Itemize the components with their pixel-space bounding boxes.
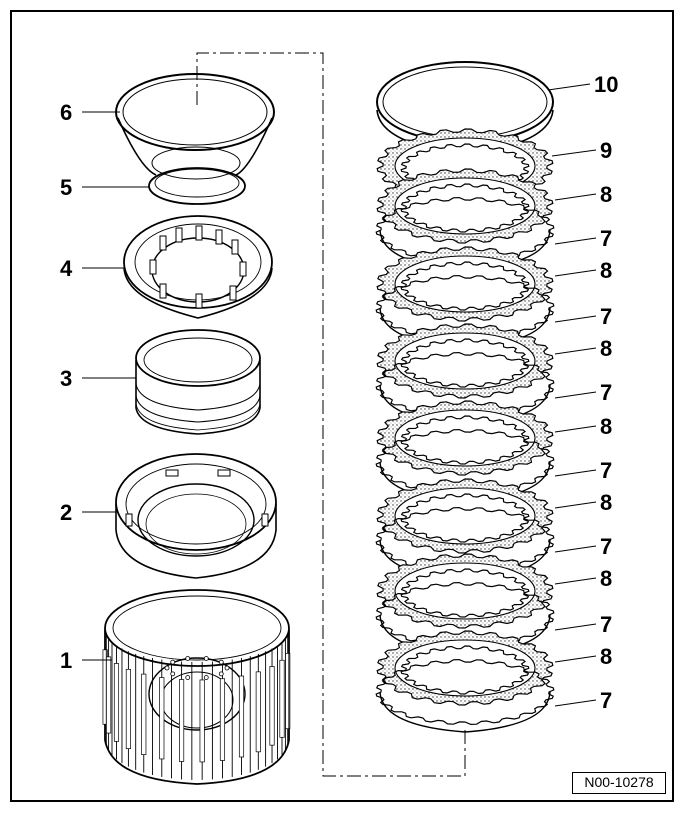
callout-8-4: 8	[600, 258, 612, 283]
callout-7-7: 7	[600, 380, 612, 405]
plate-stack	[375, 61, 555, 733]
callout-7-15: 7	[600, 688, 612, 713]
drawing-frame	[10, 10, 674, 802]
callout-8-14: 8	[600, 644, 612, 669]
part-8-lined-disc	[376, 323, 554, 399]
callout-7-3: 7	[600, 226, 612, 251]
callout-5: 5	[60, 175, 72, 200]
assembly-axis-line	[196, 52, 466, 777]
callout-8-8: 8	[600, 414, 612, 439]
part-8-lined-disc	[376, 553, 554, 629]
right-leader-lines	[547, 83, 597, 707]
callout-7-13: 7	[600, 612, 612, 637]
callout-1: 1	[60, 648, 72, 673]
part-5-ring	[148, 167, 246, 205]
callout-8-2: 8	[600, 182, 612, 207]
callout-8-10: 8	[600, 490, 612, 515]
part-8-lined-disc	[376, 630, 554, 706]
callout-2: 2	[60, 500, 72, 525]
part-8-lined-disc	[376, 478, 554, 554]
callout-7-5: 7	[600, 304, 612, 329]
callout-8-12: 8	[600, 566, 612, 591]
callout-3: 3	[60, 366, 72, 391]
callout-9-1: 9	[600, 138, 612, 163]
callout-7-11: 7	[600, 534, 612, 559]
callout-10-0: 10	[594, 72, 618, 97]
part-3-piston	[135, 329, 261, 435]
part-8-lined-disc	[376, 168, 554, 244]
leader-lines	[82, 111, 150, 661]
part-2-housing	[115, 453, 277, 579]
part-6-cover	[115, 73, 275, 180]
part-4-spring-disc	[123, 215, 273, 319]
part-7-steel-plate	[375, 658, 555, 733]
callout-6: 6	[60, 100, 72, 125]
callout-8-6: 8	[600, 336, 612, 361]
part-1-plate-carrier	[102, 589, 291, 785]
callout-4: 4	[60, 256, 73, 281]
part-8-lined-disc	[376, 246, 554, 322]
callout-7-9: 7	[600, 458, 612, 483]
figure-reference-number: N00-10278	[572, 772, 666, 794]
part-8-lined-disc	[376, 400, 554, 476]
